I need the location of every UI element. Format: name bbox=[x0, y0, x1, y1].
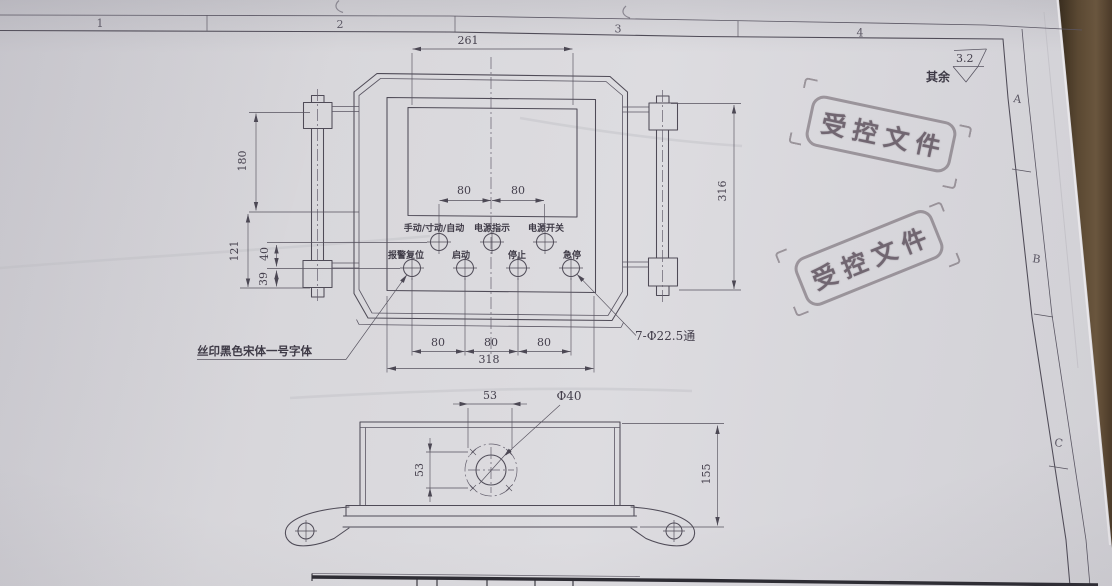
box-outline bbox=[359, 421, 621, 507]
bottom-view-dimensions: 53 Φ40 53 155 bbox=[413, 389, 724, 528]
roughness-prefix: 其余 bbox=[926, 69, 951, 84]
zone-letter-c: C bbox=[1054, 436, 1064, 450]
label-alarm-reset: 报警复位 bbox=[388, 249, 424, 261]
roughness-note: 其余 3.2 bbox=[926, 48, 987, 84]
zone-letter-a: A bbox=[1012, 92, 1024, 106]
paper-creases bbox=[0, 116, 743, 400]
dim-318: 318 bbox=[479, 353, 500, 366]
base-plates bbox=[342, 504, 638, 528]
dim-316: 316 bbox=[716, 181, 729, 202]
dim-261: 261 bbox=[458, 34, 479, 47]
start-hole bbox=[453, 256, 477, 280]
dim-180: 180 bbox=[236, 151, 249, 172]
pen-marks bbox=[335, 0, 631, 19]
dim-53-vertical: 53 bbox=[413, 463, 426, 477]
alarm-reset-hole bbox=[400, 256, 424, 280]
dim-80-top-left: 80 bbox=[457, 184, 471, 197]
roughness-symbol-icon bbox=[952, 48, 987, 83]
bottom-view bbox=[284, 421, 696, 547]
front-view-dimensions: 261 80 80 180 121 40 39 316 80 80 80 318 bbox=[228, 34, 741, 373]
front-view-annotations: 丝印黑色宋体一号字体 7-Φ22.5通 bbox=[197, 274, 695, 360]
holes-note: 7-Φ22.5通 bbox=[635, 329, 695, 343]
title-block-edge bbox=[311, 573, 1099, 586]
front-view: 手动/寸动/自动 电源指示 电源开关 报警复位 启动 停止 急停 bbox=[302, 57, 679, 356]
roughness-value: 3.2 bbox=[956, 52, 974, 65]
display-window-rect bbox=[407, 106, 578, 218]
label-stop: 停止 bbox=[508, 249, 526, 261]
stop-hole bbox=[506, 256, 530, 280]
dim-53-horizontal: 53 bbox=[483, 389, 497, 402]
panel-inner-outline bbox=[358, 78, 623, 316]
power-indicator-hole bbox=[480, 230, 504, 254]
zone-number-1: 1 bbox=[97, 17, 104, 30]
label-estop: 急停 bbox=[563, 249, 581, 261]
dim-40: 40 bbox=[258, 247, 271, 261]
zone-letter-b: B bbox=[1032, 252, 1042, 266]
panel-face-rect bbox=[386, 96, 597, 294]
zone-number-4: 4 bbox=[857, 27, 864, 40]
silkscreen-note: 丝印黑色宋体一号字体 bbox=[197, 344, 312, 358]
mode-switch-hole bbox=[427, 230, 451, 254]
dim-80-bottom-3: 80 bbox=[537, 336, 551, 349]
dim-80-top-right: 80 bbox=[511, 184, 525, 197]
stamp-corner-mark bbox=[957, 124, 973, 138]
label-power-switch: 电源开关 bbox=[528, 222, 564, 234]
dim-phi40: Φ40 bbox=[556, 389, 581, 403]
zone-number-3: 3 bbox=[615, 23, 622, 36]
zone-number-2: 2 bbox=[337, 18, 344, 31]
wing-holes bbox=[295, 520, 685, 542]
table-surface bbox=[1043, 0, 1112, 548]
label-mode-switch: 手动/寸动/自动 bbox=[404, 222, 465, 234]
dim-39: 39 bbox=[257, 272, 270, 286]
under-sheet-edge bbox=[1043, 11, 1079, 369]
bolt-circle bbox=[464, 443, 518, 497]
panel-bottom-flange bbox=[356, 319, 624, 328]
dim-155: 155 bbox=[700, 464, 713, 485]
estop-hole bbox=[559, 256, 583, 280]
label-start: 启动 bbox=[452, 249, 470, 261]
panel-outer-outline bbox=[353, 72, 629, 322]
sheet-borders: 1 2 3 4 A B C bbox=[0, 14, 1091, 586]
dim-121: 121 bbox=[228, 241, 241, 262]
left-wing-bracket bbox=[284, 506, 350, 547]
panel-hole-symbols bbox=[400, 230, 583, 280]
right-wing-bracket bbox=[630, 506, 696, 547]
button-labels: 手动/寸动/自动 电源指示 电源开关 报警复位 启动 停止 急停 bbox=[388, 222, 581, 261]
power-switch-hole bbox=[533, 230, 557, 254]
right-handle bbox=[622, 90, 679, 303]
stamp-corner-mark bbox=[802, 76, 818, 91]
label-power-indicator: 电源指示 bbox=[474, 222, 510, 234]
left-handle bbox=[302, 89, 359, 303]
dim-80-bottom-1: 80 bbox=[431, 336, 445, 349]
dim-80-bottom-2: 80 bbox=[484, 336, 498, 349]
